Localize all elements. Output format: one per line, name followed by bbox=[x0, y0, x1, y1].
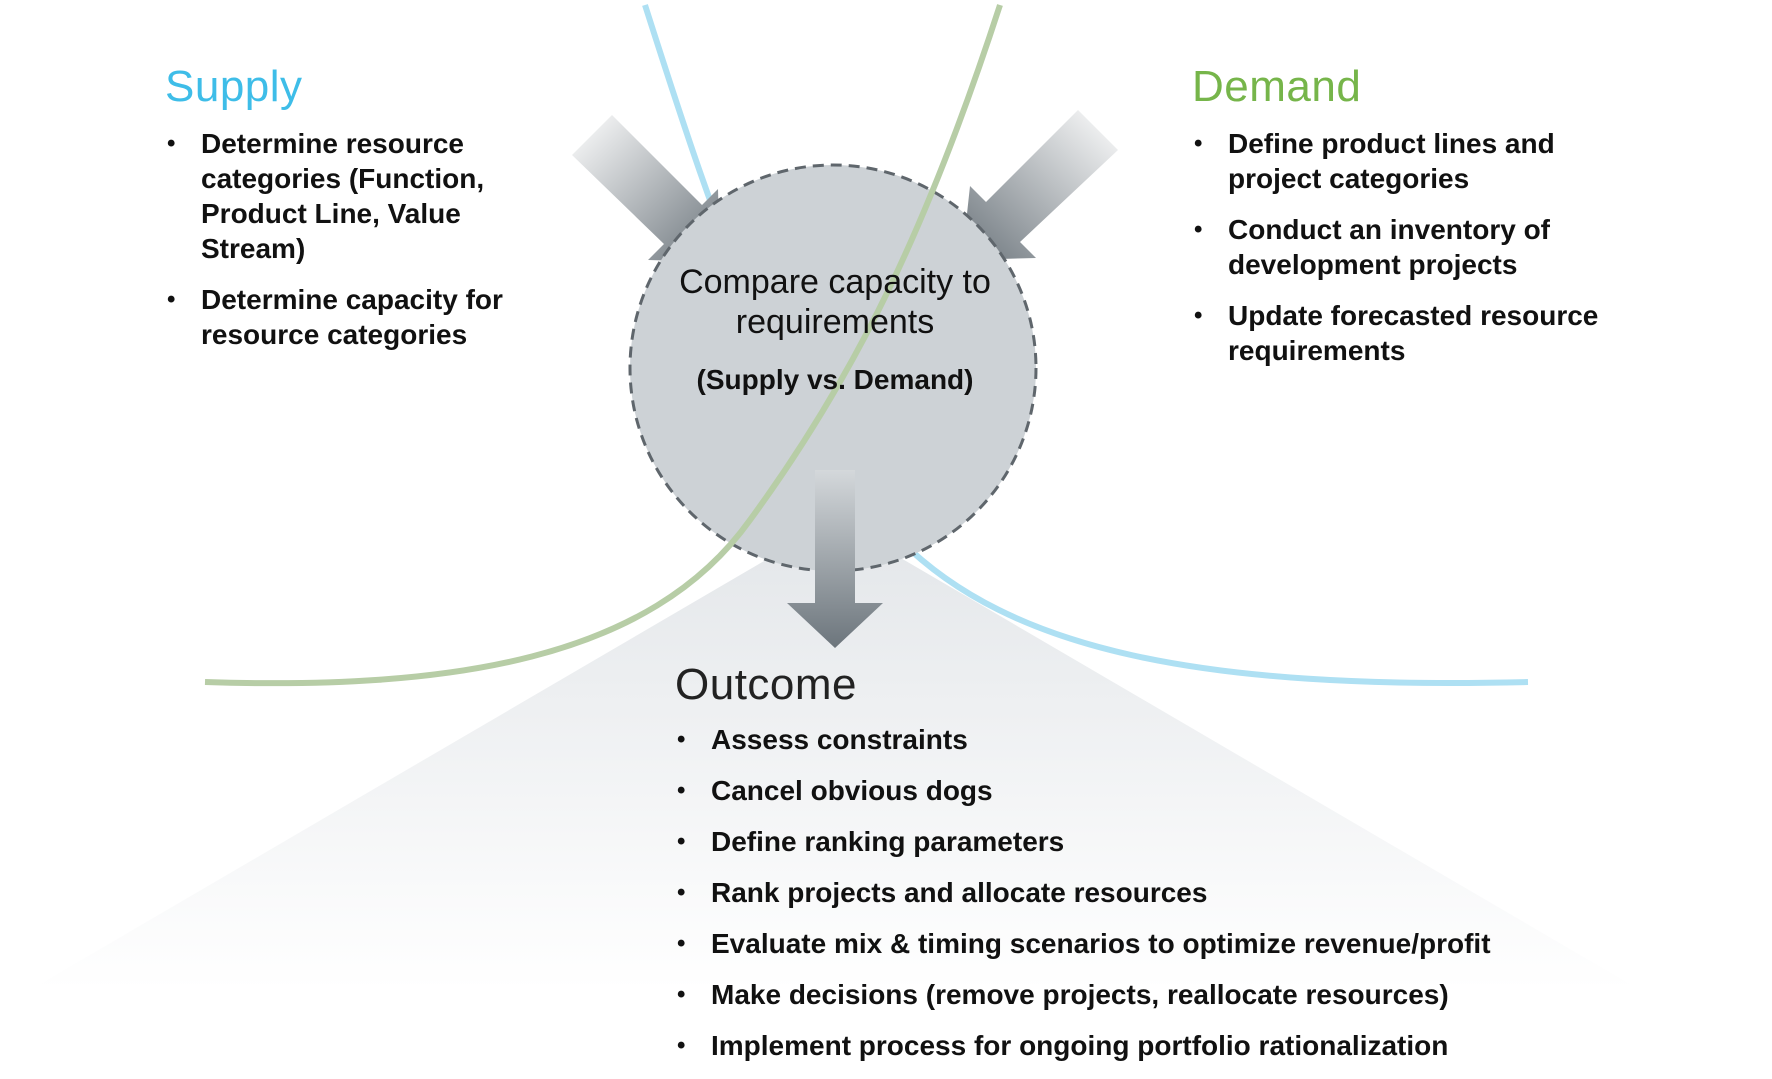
compare-circle-text: Compare capacity to requirements (Supply… bbox=[620, 262, 1050, 396]
list-item: Evaluate mix & timing scenarios to optim… bbox=[675, 926, 1675, 961]
compare-circle bbox=[628, 163, 1038, 573]
outcome-title: Outcome bbox=[675, 660, 858, 709]
list-item: Update forecasted resource requirements bbox=[1192, 298, 1622, 368]
demand-input-arrow bbox=[962, 110, 1118, 260]
demand-curve bbox=[204, 4, 1003, 687]
demand-title: Demand bbox=[1192, 62, 1362, 111]
list-item: Rank projects and allocate resources bbox=[675, 875, 1675, 910]
supply-input-arrow bbox=[572, 115, 720, 262]
list-item: Implement process for ongoing portfolio … bbox=[675, 1028, 1675, 1063]
list-item: Assess constraints bbox=[675, 722, 1675, 757]
list-item: Make decisions (remove projects, realloc… bbox=[675, 977, 1675, 1012]
list-item: Determine capacity for resource categori… bbox=[165, 282, 565, 352]
list-item: Define product lines and project categor… bbox=[1192, 126, 1622, 196]
compare-subtitle: (Supply vs. Demand) bbox=[696, 364, 974, 395]
outcome-output-arrow bbox=[787, 470, 883, 648]
supply-list: Determine resource categories (Function,… bbox=[165, 126, 565, 352]
outcome-panel: Outcome Assess constraints Cancel obviou… bbox=[675, 660, 1675, 1079]
list-item: Determine resource categories (Function,… bbox=[165, 126, 565, 266]
demand-list: Define product lines and project categor… bbox=[1192, 126, 1622, 368]
supply-panel: Supply Determine resource categories (Fu… bbox=[165, 62, 565, 368]
compare-title: Compare capacity to requirements bbox=[679, 263, 991, 341]
demand-panel: Demand Define product lines and project … bbox=[1192, 62, 1622, 384]
list-item: Conduct an inventory of development proj… bbox=[1192, 212, 1622, 282]
list-item: Cancel obvious dogs bbox=[675, 773, 1675, 808]
supply-title: Supply bbox=[165, 62, 303, 111]
outcome-list: Assess constraints Cancel obvious dogs D… bbox=[675, 722, 1675, 1063]
list-item: Define ranking parameters bbox=[675, 824, 1675, 859]
